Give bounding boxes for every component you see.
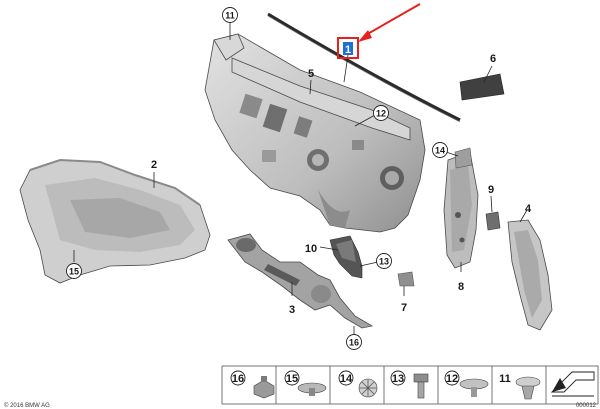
callout-3[interactable]: 3 — [289, 304, 295, 316]
callout-4[interactable]: 4 — [525, 203, 532, 215]
callout-14[interactable]: 14 — [435, 146, 445, 156]
callout-9[interactable]: 9 — [488, 184, 494, 196]
tray-cell-16[interactable]: 16 — [230, 370, 275, 399]
callout-1[interactable]: 1 — [345, 44, 351, 56]
svg-text:11: 11 — [499, 373, 511, 385]
callout-16[interactable]: 16 — [349, 338, 359, 348]
callout-14-circle — [432, 142, 448, 158]
callout-2[interactable]: 2 — [151, 159, 157, 171]
tray-cell-12[interactable]: 12 — [444, 370, 489, 397]
callout-12-circle — [373, 105, 389, 121]
callout-10[interactable]: 10 — [305, 243, 317, 255]
holder-part-7[interactable] — [397, 271, 415, 287]
footer-copyright: © 2016 BMW AG — [4, 402, 50, 409]
callout-15[interactable]: 15 — [69, 267, 79, 277]
expanding-rivet-icon — [459, 378, 489, 397]
tray-cell-13[interactable]: 13 — [390, 370, 429, 399]
pad-part-9[interactable] — [485, 211, 501, 231]
callout-13-circle — [376, 253, 392, 269]
tray-cell-continuation[interactable] — [550, 371, 595, 397]
firewall-part-5[interactable] — [204, 33, 426, 233]
callout-7[interactable]: 7 — [401, 302, 407, 314]
bolt-icon — [413, 373, 429, 399]
callout-5[interactable]: 5 — [308, 68, 314, 80]
push-clip-icon — [515, 376, 541, 400]
footer-id: 000012 — [576, 403, 597, 409]
fastener-tray: 16 15 14 13 — [221, 365, 599, 405]
lower-panel-part-3[interactable] — [227, 233, 374, 329]
callout-13[interactable]: 13 — [379, 257, 389, 267]
speed-nut-icon — [358, 378, 378, 398]
nut-icon — [253, 376, 275, 399]
callout-8[interactable]: 8 — [458, 281, 464, 293]
callout-11[interactable]: 11 — [225, 11, 235, 21]
cover-part-14[interactable] — [454, 147, 473, 169]
callout-11-circle — [222, 7, 238, 23]
side-insulation-part-4[interactable] — [507, 219, 553, 331]
sealing-strip-part-1[interactable] — [267, 12, 461, 122]
selection-highlight — [337, 3, 421, 59]
callout-16-circle — [346, 334, 362, 350]
leader-lines — [73, 22, 528, 334]
callout-12[interactable]: 12 — [376, 109, 386, 119]
tray-cell-15[interactable]: 15 — [284, 370, 327, 396]
svg-text:14: 14 — [340, 373, 353, 385]
svg-text:15: 15 — [286, 373, 298, 385]
side-panel-part-8[interactable] — [443, 151, 479, 269]
svg-text:16: 16 — [232, 373, 244, 385]
callout-6[interactable]: 6 — [490, 53, 496, 65]
svg-text:13: 13 — [392, 373, 404, 385]
callout-15-circle — [66, 263, 82, 279]
insulation-pad-part-6[interactable] — [459, 73, 505, 101]
svg-text:12: 12 — [446, 373, 458, 385]
sound-insulation-part-2[interactable] — [19, 158, 211, 284]
tray-cell-14[interactable]: 14 — [338, 370, 378, 398]
tray-cell-11[interactable]: 11 — [499, 373, 541, 400]
callouts: 1 11 5 6 12 2 14 9 4 10 13 15 8 3 7 16 — [66, 7, 532, 350]
clip-icon — [297, 382, 327, 396]
